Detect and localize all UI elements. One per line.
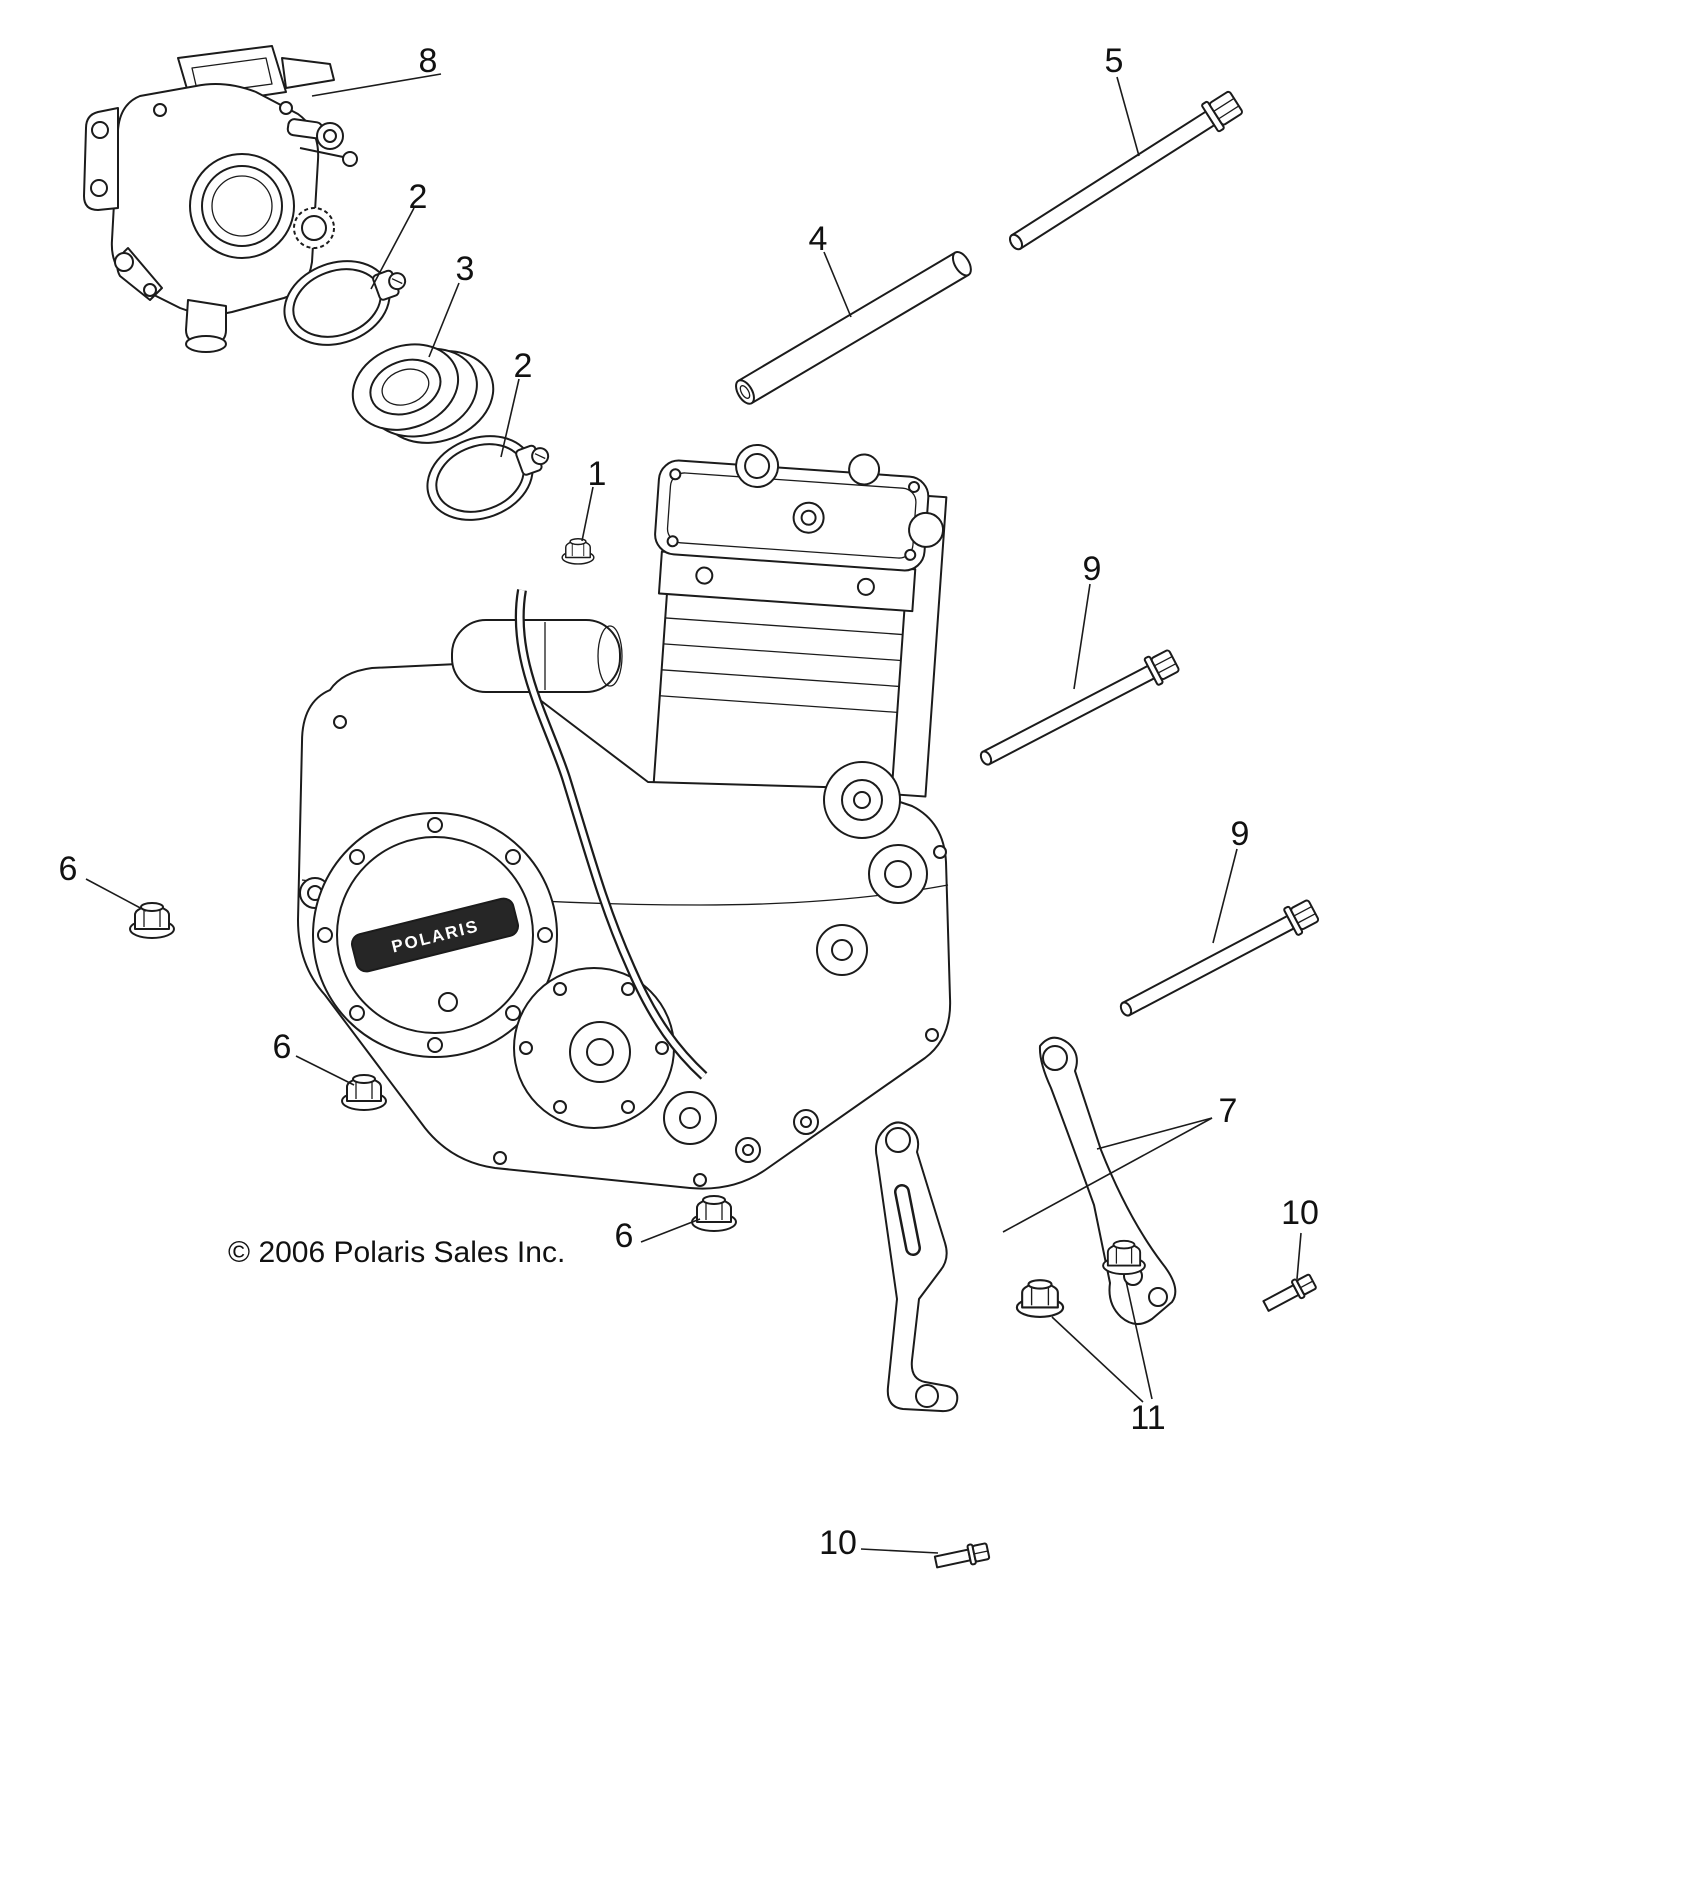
leader-line [1096, 1117, 1213, 1150]
callout-6-mid: 6 [273, 1028, 292, 1066]
leader-line [85, 878, 147, 912]
leader-line [823, 251, 852, 318]
flange-nut-small [561, 538, 595, 565]
callout-6-left: 6 [59, 850, 78, 888]
callout-9-upper: 9 [1083, 550, 1102, 588]
callout-1: 1 [588, 455, 607, 493]
throttle-body [83, 45, 358, 353]
leader-line [500, 378, 520, 458]
copyright-text: © 2006 Polaris Sales Inc. [228, 1236, 565, 1269]
leader-line [1073, 583, 1091, 690]
leader-line [581, 486, 594, 542]
callout-8: 8 [419, 42, 438, 80]
bracket-flange-nut-a [1015, 1279, 1065, 1318]
mounting-tube [735, 250, 972, 405]
leader-line [1212, 848, 1238, 944]
flange-nut-mid [341, 1074, 387, 1111]
leader-line [860, 1548, 939, 1554]
callouts: 8 2 3 2 1 4 5 9 9 6 6 6 7 10 11 10 [59, 42, 1319, 1562]
callout-6-bottom: 6 [615, 1217, 634, 1255]
leader-line [428, 282, 460, 358]
leader-line [1116, 76, 1140, 157]
callout-7: 7 [1219, 1092, 1238, 1130]
engine-assembly: POLARIS [297, 443, 952, 1190]
mount-bracket-front [874, 1121, 959, 1413]
leader-line [1002, 1117, 1213, 1233]
leader-line [311, 73, 442, 97]
bracket-bolt-upper [1260, 1271, 1319, 1316]
callout-2-lower: 2 [514, 347, 533, 385]
callout-5: 5 [1105, 42, 1124, 80]
callout-2-upper: 2 [409, 178, 428, 216]
leader-line [1296, 1232, 1302, 1280]
leader-line [640, 1218, 701, 1243]
callout-11: 11 [1130, 1399, 1165, 1437]
callout-10-lower: 10 [819, 1524, 857, 1562]
intake-boot [351, 343, 495, 444]
leader-line [295, 1055, 355, 1086]
callout-4: 4 [809, 220, 828, 258]
flange-nut-bottom [691, 1195, 737, 1232]
leader-line [1051, 1316, 1144, 1403]
callout-3: 3 [456, 250, 475, 288]
callout-9-lower: 9 [1231, 815, 1250, 853]
flange-nut-left [129, 902, 175, 939]
leader-line [1125, 1280, 1153, 1400]
callout-10-upper: 10 [1281, 1194, 1319, 1232]
through-bolt-upper [1002, 87, 1246, 260]
mount-bolt-lower [1114, 895, 1322, 1026]
mount-bracket-rear [1038, 1036, 1177, 1325]
leader-line [370, 207, 415, 290]
leader-lines [85, 73, 1302, 1554]
bracket-bolt-lower [932, 1540, 991, 1573]
